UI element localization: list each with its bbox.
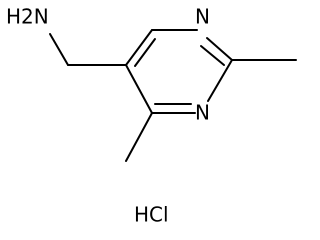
bond-c4-c5 <box>125 64 153 114</box>
ring-nitrogen-top-label: N <box>195 5 210 29</box>
bond-ch2-nh2 <box>49 33 69 66</box>
bond-c5-c6 <box>125 29 153 66</box>
amine-label: H2N <box>6 5 49 29</box>
bond-c4-methyl <box>125 112 153 162</box>
substituents <box>49 33 297 162</box>
bond-n1-c2 <box>206 37 233 61</box>
pyrimidine-ring <box>125 29 233 114</box>
bond-n1-c2-double <box>200 45 225 66</box>
bond-c2-n3 <box>207 59 233 102</box>
ring-nitrogen-bottom-label: N <box>195 101 210 125</box>
hcl-salt-label: HCl <box>134 203 169 227</box>
bond-c5-c6-double <box>134 38 156 67</box>
chemical-structure: H2N N N HCl <box>6 5 297 227</box>
